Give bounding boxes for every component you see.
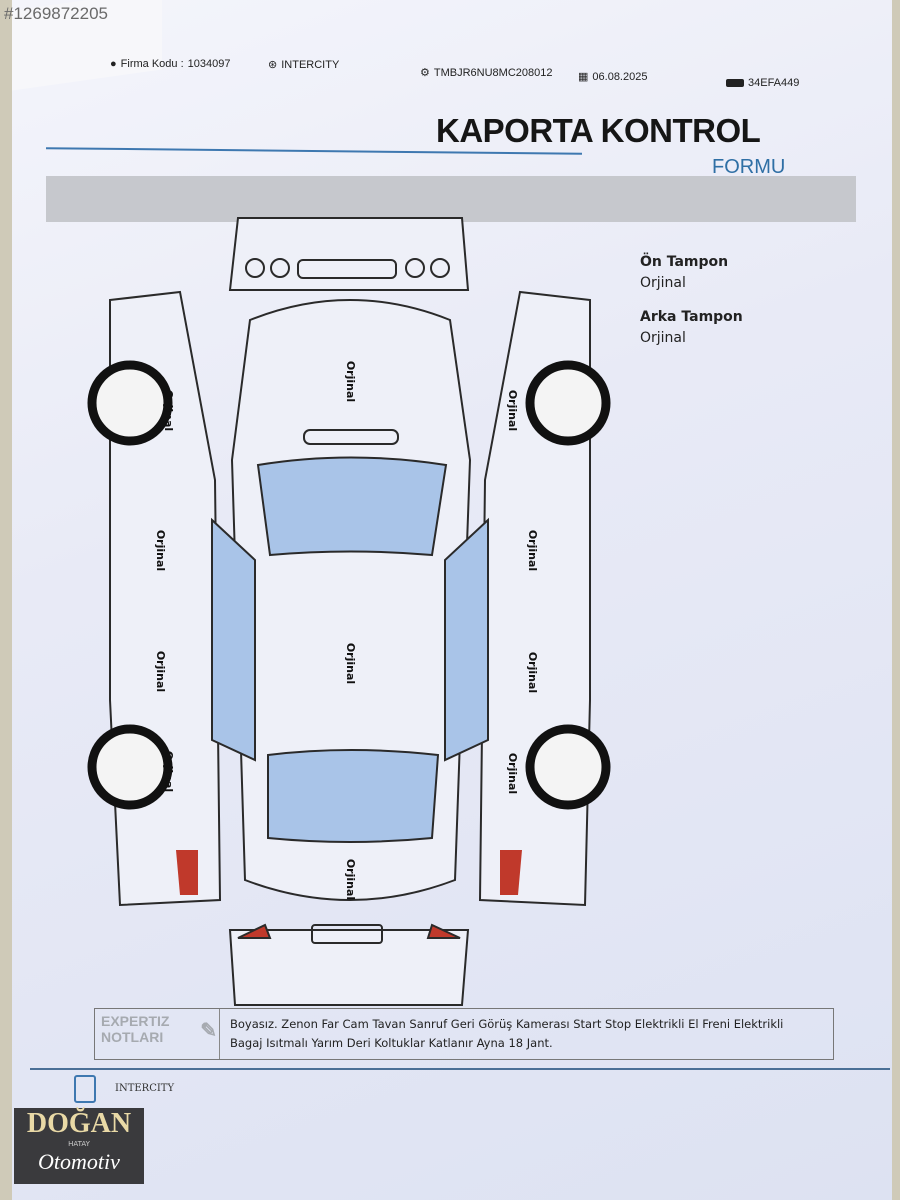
label-right-front-door: Orjinal — [526, 529, 540, 572]
front-view — [228, 217, 470, 291]
front-bumper-info: Ön Tampon Orjinal — [640, 254, 728, 296]
notes-text-line2: Bagaj Isıtmalı Yarım Deri Koltuklar Katl… — [230, 1036, 553, 1050]
vin-value: TMBJR6NU8MC208012 — [433, 67, 553, 79]
wheel-rear-right — [525, 724, 611, 810]
location-pin-icon: ● — [110, 58, 117, 70]
notes-label-line1: EXPERTIZ — [101, 1013, 170, 1029]
company-name: INTERCITY — [281, 59, 340, 71]
date-value: 06.08.2025 — [592, 71, 648, 83]
rear-bumper-status: Orjinal — [640, 330, 686, 346]
header-band — [46, 176, 856, 222]
form-title: KAPORTA KONTROL — [436, 112, 761, 149]
logo-line1: DOĞAN — [26, 1108, 132, 1139]
wheels — [87, 360, 611, 810]
label-roof: Orjinal — [344, 642, 358, 685]
vin: ⚙ TMBJR6NU8MC208012 — [420, 67, 552, 79]
notes-label: EXPERTIZ NOTLARI ✎ — [95, 1009, 220, 1059]
expertise-notes: EXPERTIZ NOTLARI ✎ Boyasız. Zenon Far Ca… — [94, 1008, 834, 1060]
front-bumper-label: Ön Tampon — [640, 254, 729, 270]
calendar-icon: ▦ — [578, 71, 589, 83]
plate: 34EFA449 — [726, 77, 799, 89]
label-left-front-door: Orjinal — [154, 529, 168, 572]
logo-line3: HATAY — [68, 1140, 90, 1148]
wheel-front-right — [525, 360, 611, 446]
gear-icon: ⚙ — [420, 67, 430, 79]
rear-view — [228, 929, 470, 1006]
form-subtitle: FORMU — [712, 156, 786, 178]
firma-kodu: ● Firma Kodu : 1034097 — [110, 58, 230, 70]
license-plate-icon — [726, 79, 744, 87]
steering-wheel-icon: ⊛ — [268, 59, 278, 71]
notes-label-line2: NOTLARI — [101, 1029, 164, 1045]
label-right-rear-door: Orjinal — [526, 651, 540, 694]
rear-bumper-label: Arka Tampon — [640, 309, 743, 325]
label-trunk: Orjinal — [344, 858, 358, 901]
company: ⊛ INTERCITY — [268, 59, 339, 71]
tail-light-right — [500, 850, 522, 895]
logo-line2: Otomotiv — [38, 1149, 120, 1174]
label-left-rear-fender: Orjinal — [162, 750, 176, 793]
label-right-front-fender: Orjinal — [506, 389, 520, 432]
label-hood: Orjinal — [344, 360, 358, 403]
tail-light-left — [176, 850, 198, 895]
label-left-front-fender: Orjinal — [162, 389, 176, 432]
notes-text: Boyasız. Zenon Far Cam Tavan Sanruf Geri… — [220, 1009, 793, 1059]
pencil-icon: ✎ — [200, 1020, 217, 1042]
wheel-rear-left — [87, 724, 173, 810]
label-left-rear-door: Orjinal — [154, 650, 168, 693]
label-right-rear-fender: Orjinal — [506, 752, 520, 795]
firma-kodu-label: Firma Kodu : — [120, 58, 184, 70]
wheel-front-left — [87, 360, 173, 446]
notes-text-line1: Boyasız. Zenon Far Cam Tavan Sanruf Geri… — [230, 1017, 784, 1031]
front-bumper-status: Orjinal — [640, 275, 686, 291]
footer-company: INTERCITY — [115, 1083, 175, 1094]
listing-id: #1269872205 — [4, 4, 109, 23]
rear-bumper-info: Arka Tampon Orjinal — [640, 309, 743, 351]
date: ▦ 06.08.2025 — [578, 71, 647, 83]
footer-divider — [30, 1068, 890, 1070]
building-location-icon — [74, 1075, 96, 1103]
top-view — [230, 299, 472, 901]
firma-kodu-value: 1034097 — [187, 58, 231, 70]
dealer-logo: DOĞAN HATAY Otomotiv — [14, 1108, 144, 1184]
plate-value: 34EFA449 — [748, 77, 800, 89]
